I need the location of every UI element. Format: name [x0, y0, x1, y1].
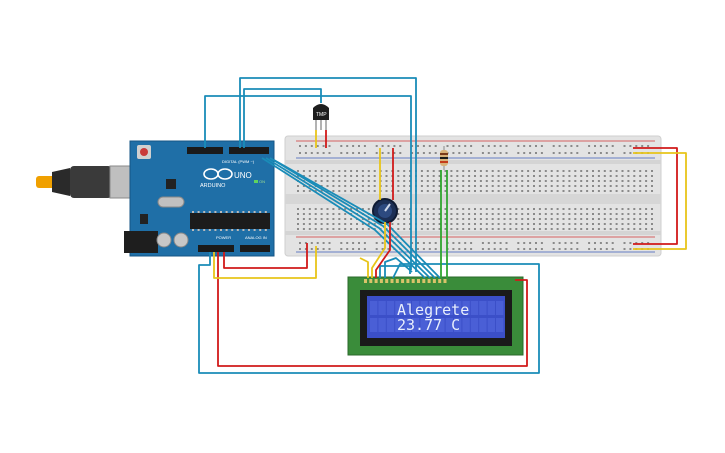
- wire-yellow-pot-lcd[interactable]: [371, 222, 386, 278]
- lcd-display[interactable]: Alegrete 23.77 C: [347, 276, 524, 356]
- sensor-label: TMP: [316, 112, 327, 118]
- wire-blue-d4[interactable]: [273, 159, 441, 279]
- wire-yellow-rail[interactable]: [633, 152, 687, 250]
- temperature-sensor[interactable]: TMP: [313, 104, 329, 130]
- wire-red-power-loop[interactable]: [217, 252, 528, 367]
- lcd-pins: [364, 279, 447, 283]
- breadboard-holes: [297, 145, 653, 250]
- digital-header-label: DIGITAL (PWM ~): [222, 159, 255, 164]
- wire-blue-ground-loop[interactable]: [198, 252, 540, 374]
- arduino-brand-label: ARDUINO: [200, 183, 226, 189]
- breadboard[interactable]: [284, 135, 662, 257]
- wires[interactable]: [198, 77, 687, 374]
- potentiometer-knob-icon: [384, 203, 391, 212]
- wire-blue-sensor-loop[interactable]: [239, 77, 417, 272]
- lcd-line-2: 23.77 C: [397, 316, 460, 334]
- wire-red-5v[interactable]: [223, 243, 308, 269]
- potentiometer[interactable]: [372, 198, 398, 224]
- resistor[interactable]: [440, 146, 448, 170]
- lcd-line-1: Alegrete: [397, 301, 469, 319]
- wire-red-rail[interactable]: [633, 147, 678, 245]
- wire-yellow-gnd[interactable]: [213, 246, 317, 279]
- wire-blue-d1[interactable]: [261, 157, 426, 279]
- arduino-model-label: UNO: [234, 171, 252, 180]
- wire-blue-d2[interactable]: [265, 157, 431, 279]
- usb-cable-tip-icon: [36, 176, 56, 188]
- power-header[interactable]: [198, 245, 234, 252]
- analog-header-label: ANALOG IN: [245, 235, 267, 240]
- reset-button[interactable]: [140, 148, 148, 156]
- usb-cable-icon: [52, 168, 70, 196]
- power-jack-icon: [124, 231, 158, 253]
- digital-header-right[interactable]: [229, 147, 269, 154]
- digital-header-left[interactable]: [187, 147, 223, 154]
- wire-blue-lcd-rs[interactable]: [384, 257, 413, 278]
- lcd-character-cells: [370, 301, 504, 332]
- arduino-logo-icon: [203, 168, 233, 180]
- chip-pins: [192, 211, 267, 231]
- wire-blue-top-loop[interactable]: [204, 95, 412, 270]
- wire-blue-sensor[interactable]: [243, 88, 322, 148]
- wire-blue-d3[interactable]: [269, 157, 436, 279]
- analog-header[interactable]: [240, 245, 270, 252]
- wire-red-pot-lcd[interactable]: [375, 222, 391, 278]
- wire-yellow-lcd-vss[interactable]: [359, 257, 369, 278]
- on-led-label: ON: [259, 179, 265, 184]
- atmega-chip: [190, 213, 270, 229]
- power-header-label: POWER: [216, 235, 231, 240]
- arduino-uno-board[interactable]: ARDUINO UNO ON DIGITAL (PWM ~) POWER ANA…: [36, 140, 275, 257]
